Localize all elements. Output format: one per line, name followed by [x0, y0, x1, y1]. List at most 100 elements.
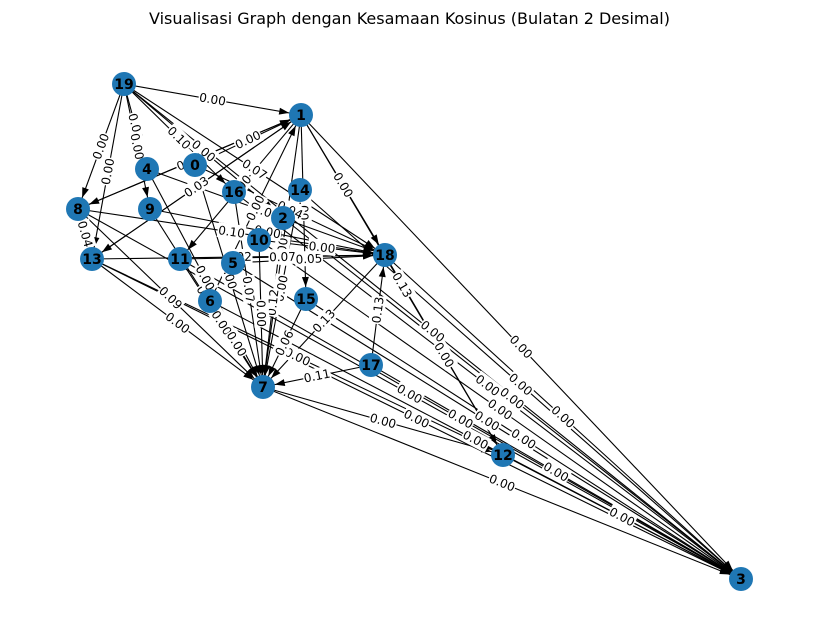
edge-label-background [459, 426, 492, 453]
edge-label-background [388, 268, 417, 301]
node-label: 15 [296, 292, 315, 308]
edge-arrow-15-7 [268, 365, 276, 377]
edge-label-background [294, 250, 324, 267]
edge-label-11-18: 0.07 [268, 248, 297, 265]
node-5: 5 [221, 251, 245, 275]
edge-label-17-18: 0.13 [368, 295, 387, 325]
node-12: 12 [491, 443, 515, 467]
edge-label-19-13: 0.00 [97, 156, 118, 187]
edge-arrow-19-8 [82, 187, 89, 198]
node-circle [183, 153, 207, 177]
edge-label-background [197, 89, 228, 109]
edge-arrow-11-3 [720, 565, 731, 574]
node-7: 7 [251, 375, 275, 399]
edge-weight-label: 0.00 [198, 90, 227, 108]
edge-label-10-18: 0.00 [307, 237, 337, 257]
node-4: 4 [135, 157, 159, 181]
node-circle [168, 247, 192, 271]
edge-weight-label: 0.11 [303, 366, 332, 385]
edge-label-19-8: 0.00 [88, 130, 113, 163]
edge-label-background [307, 237, 337, 257]
edge-label-background [417, 316, 449, 346]
node-1: 1 [289, 103, 313, 127]
node-10: 10 [247, 228, 271, 252]
node-circle [221, 251, 245, 275]
edge-label-background [162, 308, 194, 337]
edge-label-8-3: 0.00 [393, 380, 426, 407]
edge-label-background [301, 365, 333, 386]
node-2: 2 [271, 206, 295, 230]
edge-arrow-1-15 [301, 276, 309, 288]
edge-label-5-18: 0.05 [294, 250, 324, 267]
edge-arrow-10-7 [258, 364, 266, 376]
edge-label-19-1: 0.00 [197, 89, 228, 109]
node-label: 17 [361, 358, 380, 374]
node-label: 0 [190, 158, 200, 174]
node-circle [373, 243, 397, 267]
edge-weight-label: 0.05 [295, 251, 322, 266]
edge-weight-label: 0.00 [487, 472, 517, 495]
edge-weight-label: 0.00 [99, 157, 118, 186]
edge-label-background [97, 156, 118, 187]
edge-label-background [606, 503, 639, 530]
edge-label-background [223, 327, 251, 360]
edge-label-background [253, 299, 270, 328]
node-label: 16 [224, 185, 243, 201]
edge-label-background [231, 126, 264, 153]
edge-label-background [547, 401, 579, 432]
node-circle [247, 228, 271, 252]
node-circle [359, 353, 383, 377]
edge-arrow-10-18 [362, 248, 374, 256]
edge-label-background [393, 380, 426, 407]
node-circle [271, 206, 295, 230]
node-circle [112, 72, 136, 96]
edge-label-background [180, 172, 213, 201]
node-circle [135, 157, 159, 181]
node-9: 9 [138, 197, 162, 221]
edge-label-background [308, 305, 339, 337]
edge-arrow-17-18 [378, 266, 386, 278]
node-circle [294, 287, 318, 311]
node-label: 5 [228, 256, 238, 272]
edge-label-background [472, 370, 504, 400]
node-circle [289, 103, 313, 127]
node-3: 3 [729, 567, 753, 591]
edge-label-8-13: 0.04 [74, 218, 97, 250]
node-circle [80, 247, 104, 271]
edge-label-background [242, 191, 268, 224]
edge-label-background [208, 306, 236, 339]
edge-label-16-7: 0.07 [239, 274, 259, 305]
edge-label-background [471, 406, 504, 435]
edge-label-13-7: 0.00 [162, 308, 194, 337]
node-label: 6 [205, 294, 215, 310]
edge-arrow-19-9 [142, 186, 149, 198]
edge-label-background [430, 338, 459, 371]
edge-label-7-12: 0.00 [367, 409, 399, 432]
edge-label-background [271, 326, 297, 359]
node-circle [729, 567, 753, 591]
edge-label-background [74, 218, 97, 250]
edge-label-11-3: 0.00 [444, 405, 477, 433]
node-label: 1 [296, 108, 306, 124]
node-16: 16 [222, 180, 246, 204]
node-label: 2 [278, 211, 288, 227]
edge-label-1-12: 0.13 [388, 268, 417, 301]
node-label: 12 [493, 448, 512, 464]
node-18: 18 [373, 243, 397, 267]
node-circle [288, 178, 312, 202]
node-label: 4 [142, 162, 152, 178]
edge-arrow-18-7 [271, 368, 281, 379]
node-circle [251, 375, 275, 399]
node-17: 17 [359, 353, 383, 377]
node-15: 15 [294, 287, 318, 311]
edge-weight-label: 0.04 [75, 219, 96, 249]
edge-label-19-9: 0.00 [127, 131, 148, 162]
edge-label-background [496, 383, 528, 413]
edge-arrow-14-3 [722, 561, 733, 572]
edge-weight-label: 0.00 [308, 239, 336, 256]
node-circle [198, 289, 222, 313]
edge-label-background [368, 295, 387, 325]
node-11: 11 [168, 247, 192, 271]
node-label: 14 [290, 183, 310, 199]
